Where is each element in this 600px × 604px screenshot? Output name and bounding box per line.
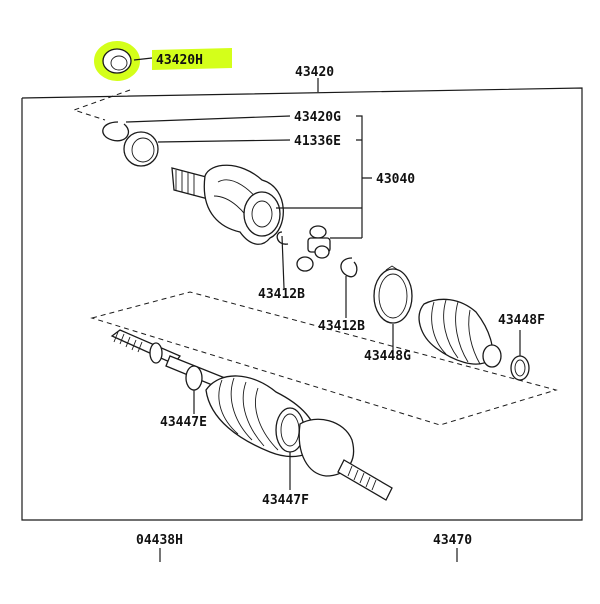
part-43447e-boot-clamp[interactable] — [185, 365, 203, 391]
part-43412b-snap-ring[interactable] — [340, 257, 358, 278]
label-43447e: 43447E — [160, 415, 207, 430]
label-43412b-left: 43412B — [258, 287, 305, 302]
part-43420h-seal[interactable] — [94, 41, 140, 81]
part-tripod-spider[interactable] — [276, 225, 331, 272]
part-43448g-boot-clamp[interactable] — [373, 265, 413, 324]
part-43420g-snap-ring[interactable] — [102, 121, 119, 141]
label-43420: 43420 — [295, 65, 334, 80]
label-43447f: 43447F — [262, 493, 309, 508]
label-43420h: 43420H — [156, 53, 203, 68]
label-43448g: 43448G — [364, 349, 411, 364]
part-43040-inner-joint-housing[interactable] — [171, 164, 284, 245]
leader-43040 — [276, 115, 372, 239]
part-41336e-seal[interactable] — [123, 131, 159, 167]
label-04438h: 04438H — [136, 533, 183, 548]
part-inboard-boot[interactable] — [418, 298, 502, 368]
label-43412b-right: 43412B — [318, 319, 365, 334]
label-43470: 43470 — [433, 533, 472, 548]
leader-41336e — [157, 139, 291, 143]
label-43040: 43040 — [376, 172, 415, 187]
part-outer-cv-joint[interactable] — [298, 418, 393, 501]
label-43420g: 43420G — [294, 110, 341, 125]
label-43448f: 43448F — [498, 313, 545, 328]
label-41336e: 41336E — [294, 134, 341, 149]
connector-dashed-43420h — [72, 89, 131, 121]
label-highlight-43420h — [152, 48, 232, 70]
group-outline-43470 — [90, 291, 558, 426]
leader-43412b-left — [281, 235, 285, 289]
leader-43420g — [125, 115, 291, 123]
assembly-frame — [21, 87, 583, 521]
part-43448f-boot-clamp[interactable] — [510, 355, 530, 381]
leader-43420h — [133, 57, 153, 61]
